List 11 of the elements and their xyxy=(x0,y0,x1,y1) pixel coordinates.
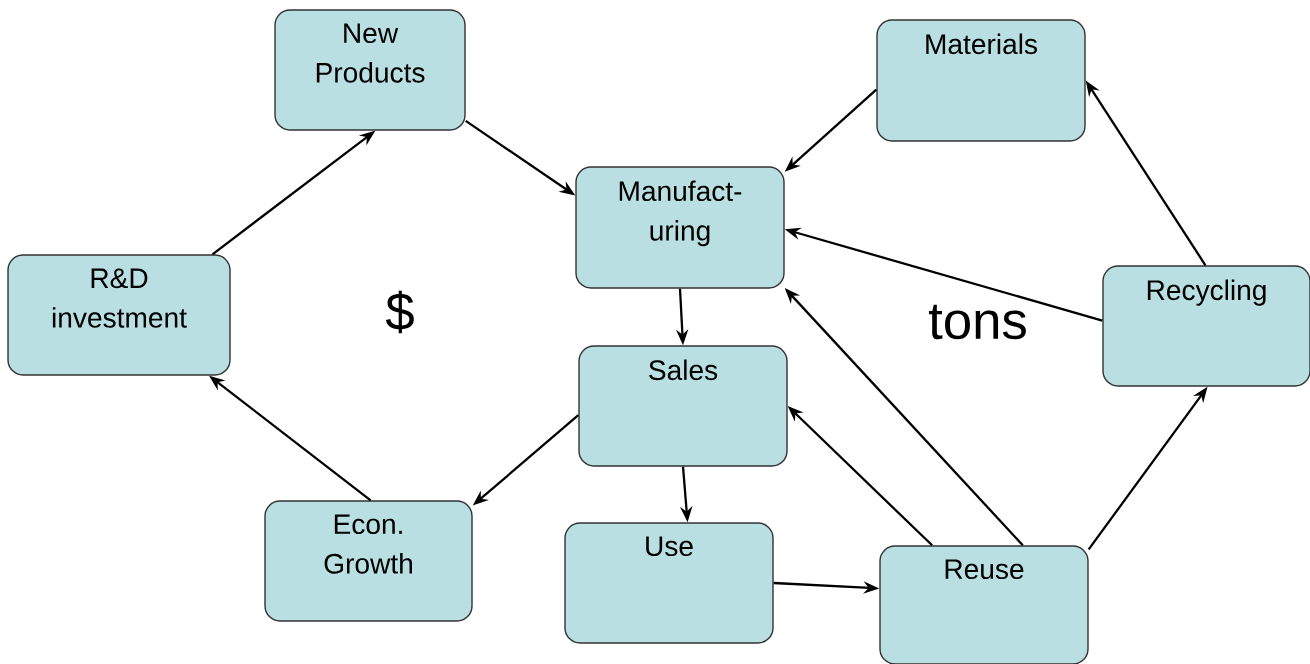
process-box: Econ. Growth xyxy=(264,500,473,622)
unit-label: $ xyxy=(385,290,414,334)
process-box: Materials xyxy=(876,19,1086,142)
process-box: Use xyxy=(564,522,774,644)
process-box: Recycling xyxy=(1102,265,1310,387)
unit-label: tons xyxy=(929,304,1026,340)
process-box: Reuse xyxy=(879,545,1089,664)
process-box: R&D investment xyxy=(7,254,231,376)
process-box: New Products xyxy=(274,9,466,131)
process-box: Sales xyxy=(578,345,788,467)
process-box: Manufact- uring xyxy=(575,166,785,289)
